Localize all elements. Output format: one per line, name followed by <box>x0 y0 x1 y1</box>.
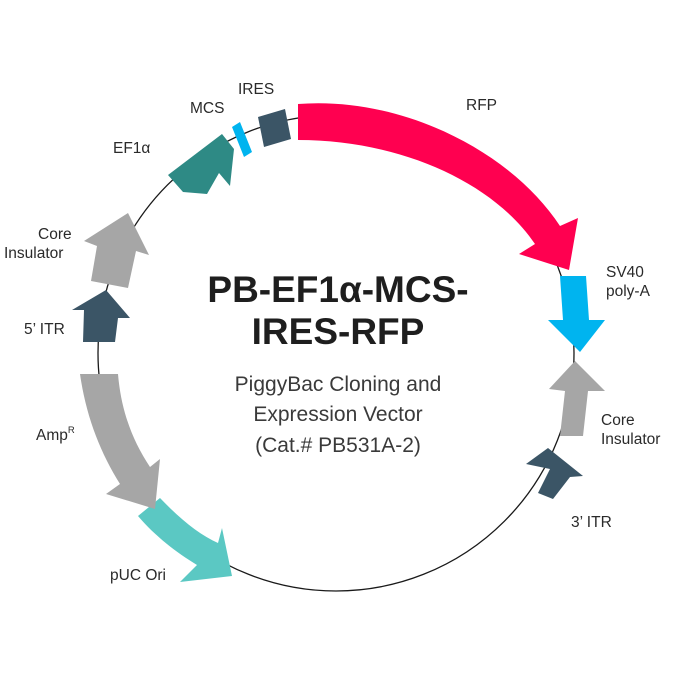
subtitle-line1: PiggyBac Cloning and <box>235 373 442 396</box>
mcs-block <box>232 122 252 157</box>
vector-title-line1: PB-EF1α-MCS- <box>207 269 468 310</box>
itr-5-label: 5’ ITR <box>24 321 65 338</box>
vector-title-line2: IRES-RFP <box>252 311 425 352</box>
core-insulator-left-label: Core Insulator <box>4 226 76 262</box>
sv40-polya-arrow <box>548 276 605 352</box>
sv40-polya-label: SV40 poly-A <box>606 264 651 300</box>
itr-3-label: 3’ ITR <box>571 514 612 531</box>
puc-ori-label: pUC Ori <box>110 567 166 584</box>
amp-label: AmpR <box>36 425 75 444</box>
mcs-label: MCS <box>190 100 224 117</box>
rfp-label: RFP <box>466 97 497 114</box>
core-insulator-right-arrow <box>549 361 605 436</box>
itr-3-arrow <box>526 448 583 499</box>
core-insulator-left-arrow <box>84 213 149 288</box>
ires-label: IRES <box>238 81 274 98</box>
catalog-number: (Cat.# PB531A-2) <box>255 434 421 457</box>
ef1a-arrow <box>168 134 234 194</box>
core-insulator-right-label: Core Insulator <box>601 412 660 448</box>
rfp-arrow <box>298 103 578 270</box>
amp-arrow <box>80 374 160 509</box>
puc-ori-arrow <box>138 498 232 582</box>
itr-5-arrow <box>72 290 130 342</box>
ef1a-label: EF1α <box>113 140 150 157</box>
subtitle-line2: Expression Vector <box>253 403 422 426</box>
ires-block <box>258 109 291 147</box>
